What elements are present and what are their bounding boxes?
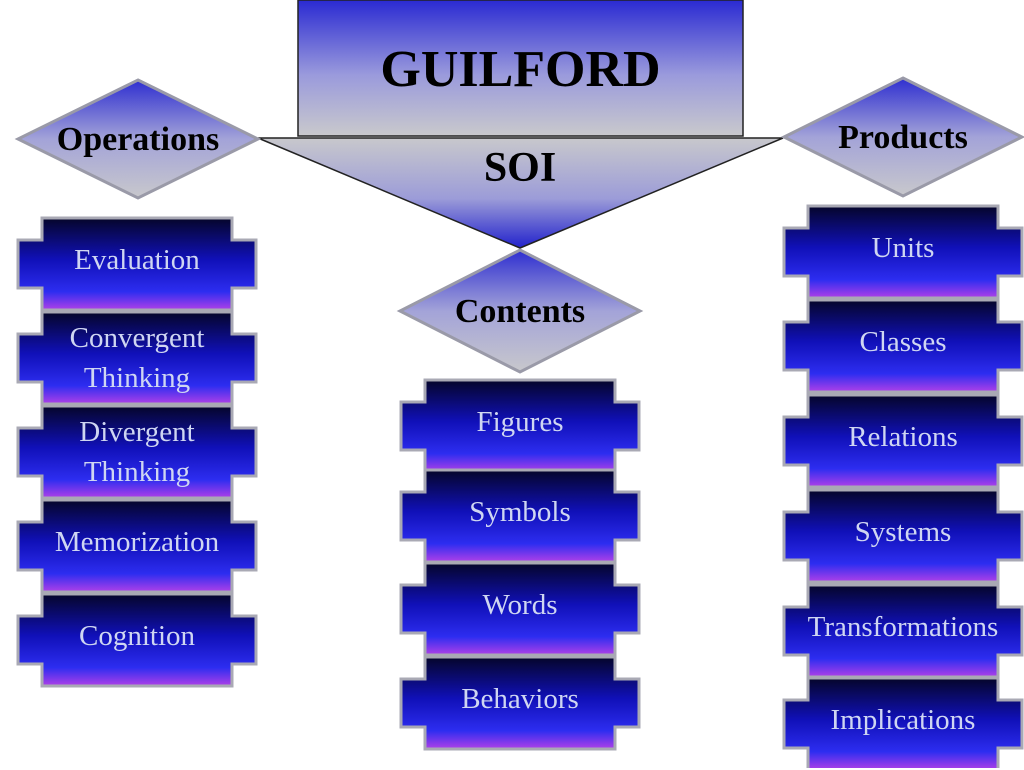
contents-box-shape	[399, 655, 641, 751]
products-item-label: Transformations	[807, 611, 999, 643]
operations-item: Evaluation	[18, 218, 256, 310]
operations-box-shape	[16, 216, 258, 312]
products-item-label: Relations	[848, 421, 958, 453]
products-item: Transformations	[784, 585, 1022, 677]
contents-item-label: Behaviors	[461, 683, 579, 715]
operations-box-shape	[16, 404, 258, 500]
contents-label: Contents	[454, 293, 586, 330]
operations-item: Cognition	[18, 594, 256, 686]
operations-item-label: Evaluation	[74, 244, 200, 276]
operations-diamond	[14, 78, 262, 200]
products-box-shape	[782, 393, 1024, 489]
products-label: Products	[838, 119, 968, 156]
operations-item-label: Thinking	[83, 456, 191, 488]
soi-triangle	[257, 137, 784, 249]
operations-item-label: Cognition	[78, 620, 195, 652]
operations-item: Memorization	[18, 500, 256, 592]
products-box-shape	[782, 676, 1024, 768]
contents-item: Words	[401, 563, 639, 655]
contents-item: Figures	[401, 380, 639, 472]
contents-item-label: Words	[482, 589, 558, 621]
operations-item-label: Memorization	[54, 526, 220, 558]
operations-item-label: Thinking	[83, 362, 191, 394]
contents-box-shape	[399, 561, 641, 657]
contents-item: Behaviors	[401, 657, 639, 749]
products-item-label: Systems	[854, 516, 952, 548]
products-item-label: Units	[871, 232, 935, 264]
operations-item-label: Convergent	[69, 322, 205, 354]
contents-item: Symbols	[401, 470, 639, 562]
products-item-label: Classes	[859, 326, 947, 358]
operations-box-shape	[16, 592, 258, 688]
diagram-subtitle: SOI	[483, 145, 557, 191]
operations-label: Operations	[56, 121, 220, 158]
contents-item-label: Symbols	[469, 496, 571, 528]
products-item: Units	[784, 206, 1022, 298]
contents-diamond	[396, 248, 644, 374]
products-box-shape	[782, 488, 1024, 584]
products-box-shape	[782, 204, 1024, 300]
operations-item-label: Divergent	[79, 416, 195, 448]
products-item-label: Implications	[830, 704, 976, 736]
products-item: Relations	[784, 395, 1022, 487]
operations-box-shape	[16, 498, 258, 594]
products-item: Systems	[784, 490, 1022, 582]
contents-item-label: Figures	[476, 406, 564, 438]
page-title: GUILFORD	[380, 41, 661, 98]
title-box	[297, 0, 744, 137]
products-diamond	[780, 76, 1024, 198]
products-item: Classes	[784, 300, 1022, 392]
products-box-shape	[782, 298, 1024, 394]
products-item: Implications	[784, 678, 1022, 770]
operations-box-shape	[16, 310, 258, 406]
